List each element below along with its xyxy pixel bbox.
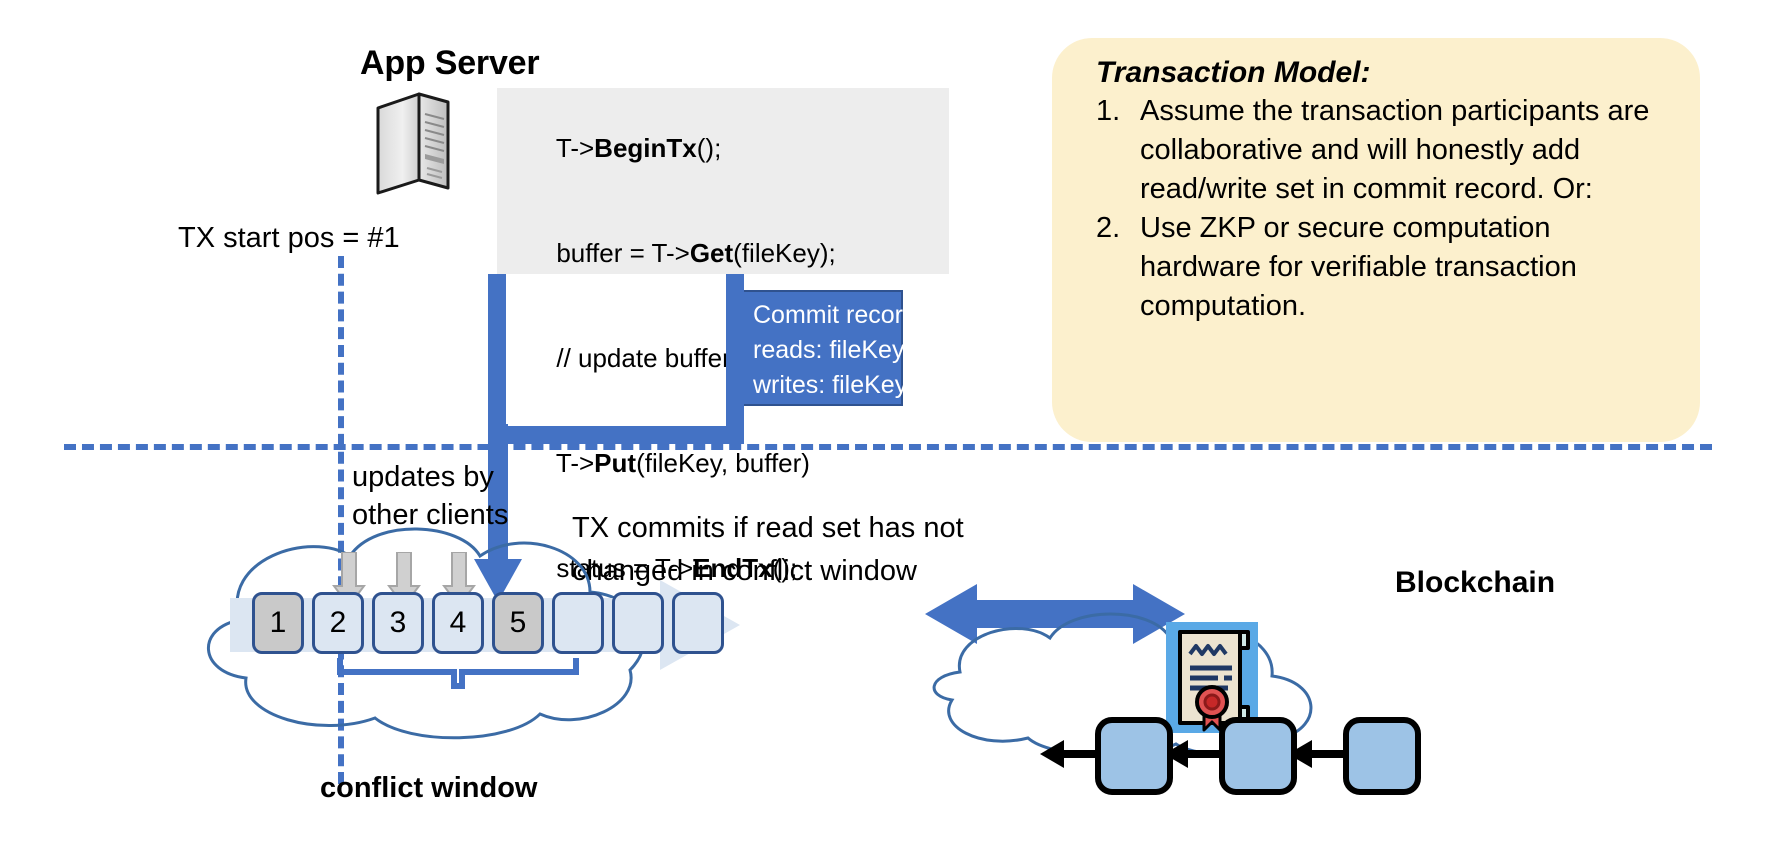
code-line: T->Put(fileKey, buffer): [513, 411, 949, 516]
code-pre: T->: [555, 133, 595, 163]
code-pre: // update buffer;: [556, 343, 739, 373]
code-pre: T->: [555, 448, 595, 478]
log-entry[interactable]: [552, 592, 604, 654]
conflict-window-brace: [336, 658, 588, 702]
tx-commits-condition-label: TX commits if read set has not changed i…: [572, 507, 964, 593]
code-pre: buffer = T->: [556, 238, 690, 268]
code-post: (fileKey);: [733, 238, 836, 268]
updates-by-other-clients-label: updates by other clients: [352, 458, 508, 534]
code-snippet-block: T->BeginTx(); buffer = T->Get(fileKey); …: [497, 88, 949, 583]
commit-record-box: Commit record: reads: fileKey writes: fi…: [735, 290, 924, 406]
code-line: status = T->EndTx();: [513, 516, 949, 621]
horizontal-dashed-divider: [64, 444, 1712, 450]
updates-label-line1: updates by: [352, 461, 494, 493]
log-entry[interactable]: [672, 592, 724, 654]
commit-down-arrow: [470, 424, 550, 614]
log-entry[interactable]: 2: [312, 592, 364, 654]
commit-record-reads: reads: fileKey: [753, 336, 905, 364]
log-entry[interactable]: 5: [492, 592, 544, 654]
shared-log-cloud: [160, 500, 760, 750]
conflict-window-label: conflict window: [320, 772, 538, 804]
bidirectional-sync-arrow: [925, 578, 1185, 650]
app-server-title: App Server: [360, 44, 540, 82]
log-entry[interactable]: 4: [432, 592, 484, 654]
certificate-seal-icon: [1166, 622, 1258, 733]
blockchain-block-row: [1040, 700, 1430, 806]
tx-commits-line2: changed in conflict window: [572, 555, 917, 587]
tx-commits-line1: TX commits if read set has not: [572, 512, 964, 544]
code-bold: Get: [689, 238, 734, 268]
commit-arrow: [470, 274, 790, 644]
list-text: Assume the transaction participants are …: [1140, 95, 1650, 205]
transaction-model-item: 2. Use ZKP or secure computation hardwar…: [1096, 209, 1674, 326]
tx-start-dashed-line: [338, 256, 344, 784]
code-line: T->BeginTx();: [513, 96, 949, 201]
code-post: ();: [696, 133, 722, 163]
commit-record-title: Commit record:: [753, 301, 924, 329]
list-text: Use ZKP or secure computation hardware f…: [1140, 212, 1577, 322]
code-post: (fileKey, buffer): [636, 448, 810, 478]
code-bold: Put: [594, 448, 637, 478]
log-entry[interactable]: 3: [372, 592, 424, 654]
transaction-model-item: 1. Assume the transaction participants a…: [1096, 92, 1674, 209]
code-bold: BeginTx: [594, 133, 697, 163]
list-number: 1.: [1096, 95, 1121, 127]
list-number: 2.: [1096, 212, 1121, 244]
transaction-model-title: Transaction Model:: [1096, 56, 1371, 89]
log-entry[interactable]: [612, 592, 664, 654]
code-post: ();: [772, 553, 798, 583]
code-pre: status = T->: [556, 553, 694, 583]
commit-record-writes: writes: fileKey: [753, 371, 908, 399]
code-line: // update buffer;: [513, 306, 949, 411]
blockchain-label: Blockchain: [1395, 566, 1556, 599]
log-entry[interactable]: 1: [252, 592, 304, 654]
transaction-model-box: Transaction Model: 1. Assume the transac…: [1052, 38, 1700, 442]
server-tower-icon: [372, 88, 456, 198]
updates-label-line2: other clients: [352, 499, 509, 531]
code-bold: EndTx: [693, 553, 773, 583]
log-entry-row: 1 2 3 4 5: [252, 592, 724, 654]
tx-start-pos-label: TX start pos = #1: [178, 222, 400, 254]
code-line: buffer = T->Get(fileKey);: [513, 201, 949, 306]
